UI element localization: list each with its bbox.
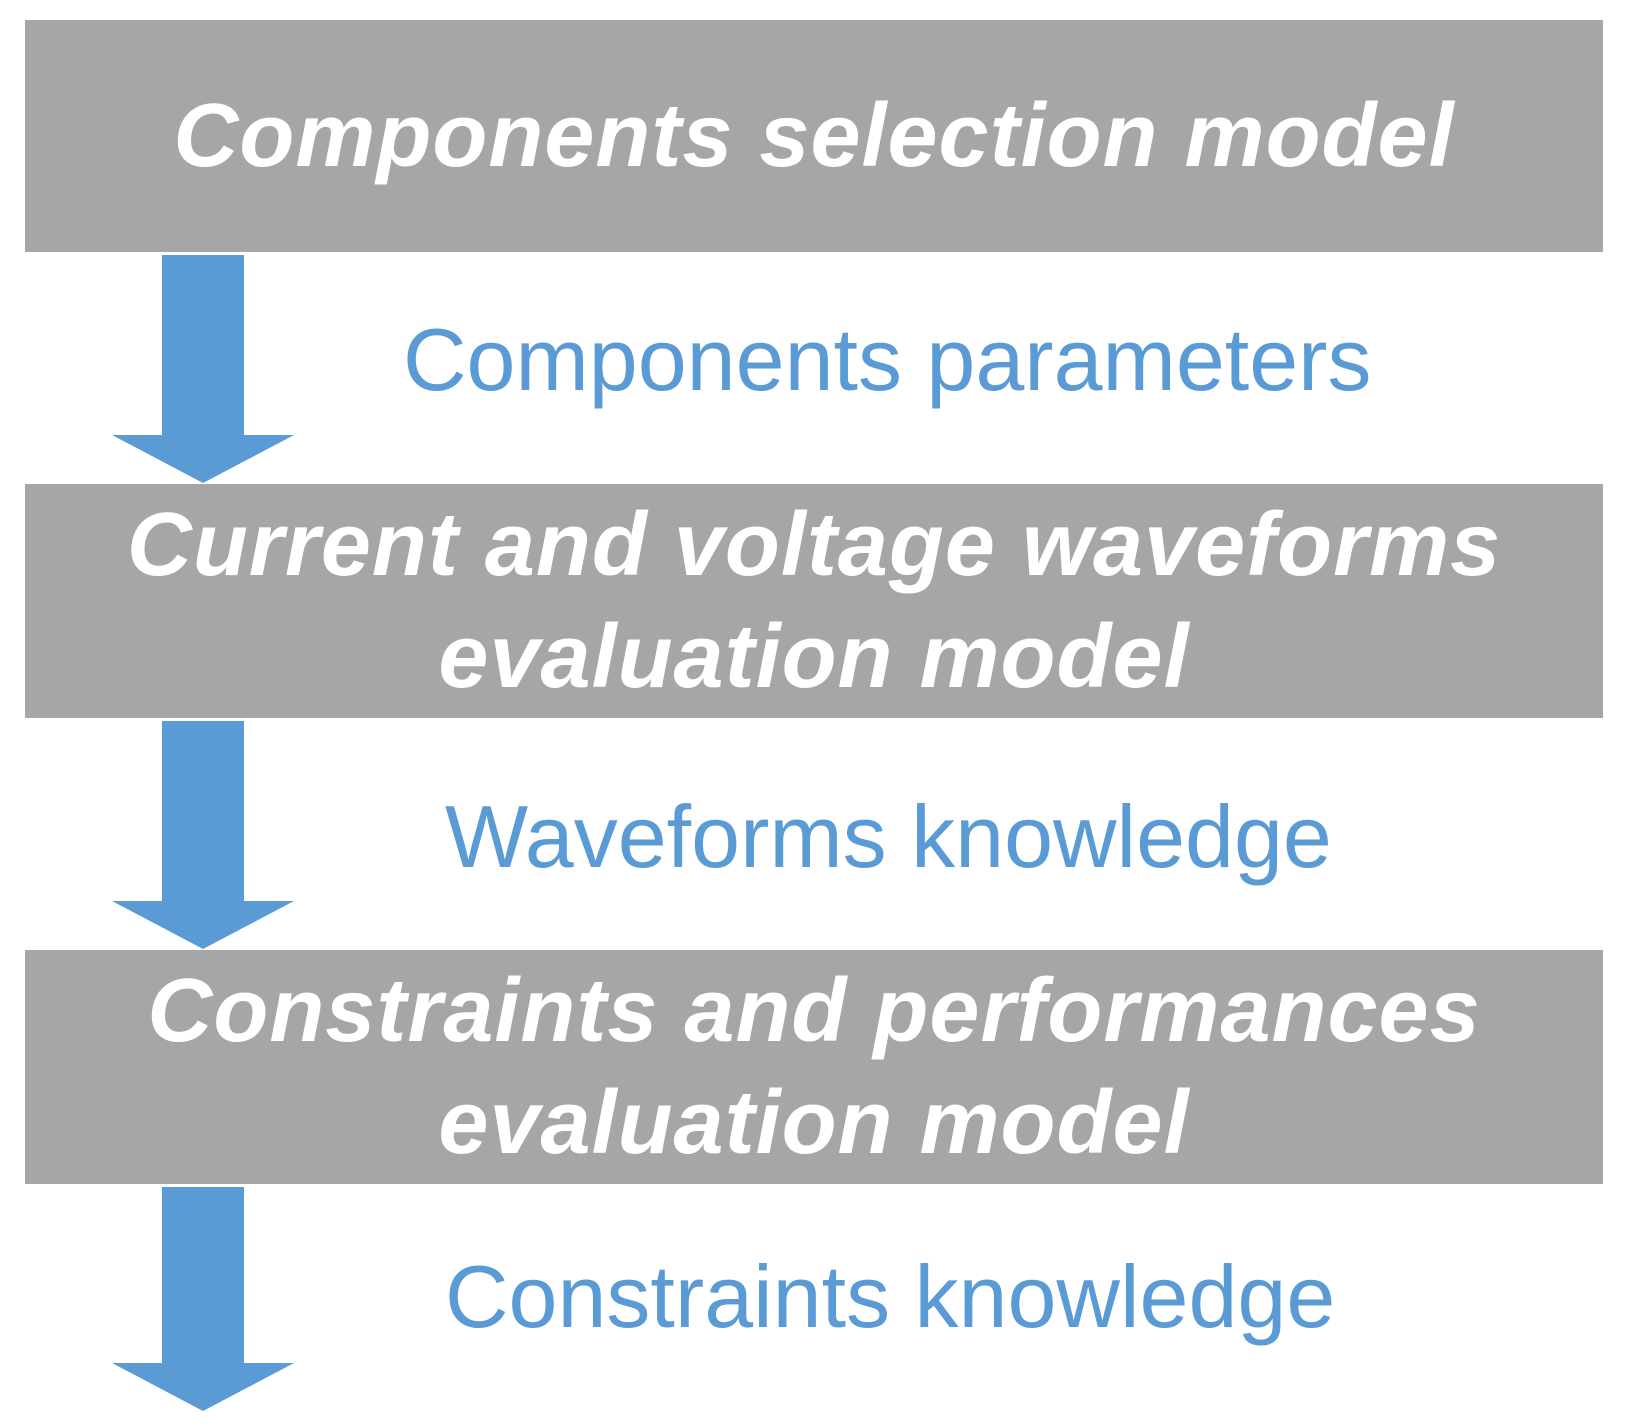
model-box-title-line-1: Current and voltage waveforms [126, 495, 1502, 595]
model-box-title: Components selection model [173, 86, 1455, 186]
constraints-evaluation-model-box: Constraints and performances evaluation … [25, 950, 1603, 1184]
components-parameters-label: Components parameters [403, 310, 1372, 409]
model-box-title-line-2: evaluation model [438, 1073, 1190, 1173]
constraints-knowledge-label: Constraints knowledge [445, 1247, 1336, 1346]
down-arrow-icon [112, 1187, 294, 1411]
model-box-title-line-2: evaluation model [438, 607, 1190, 707]
waveforms-knowledge-label: Waveforms knowledge [445, 787, 1332, 886]
components-selection-model-box: Components selection model [25, 20, 1603, 252]
down-arrow-icon [112, 255, 294, 483]
waveforms-evaluation-model-box: Current and voltage waveforms evaluation… [25, 484, 1603, 718]
model-box-title-line-1: Constraints and performances [147, 961, 1481, 1061]
down-arrow-icon [112, 721, 294, 949]
